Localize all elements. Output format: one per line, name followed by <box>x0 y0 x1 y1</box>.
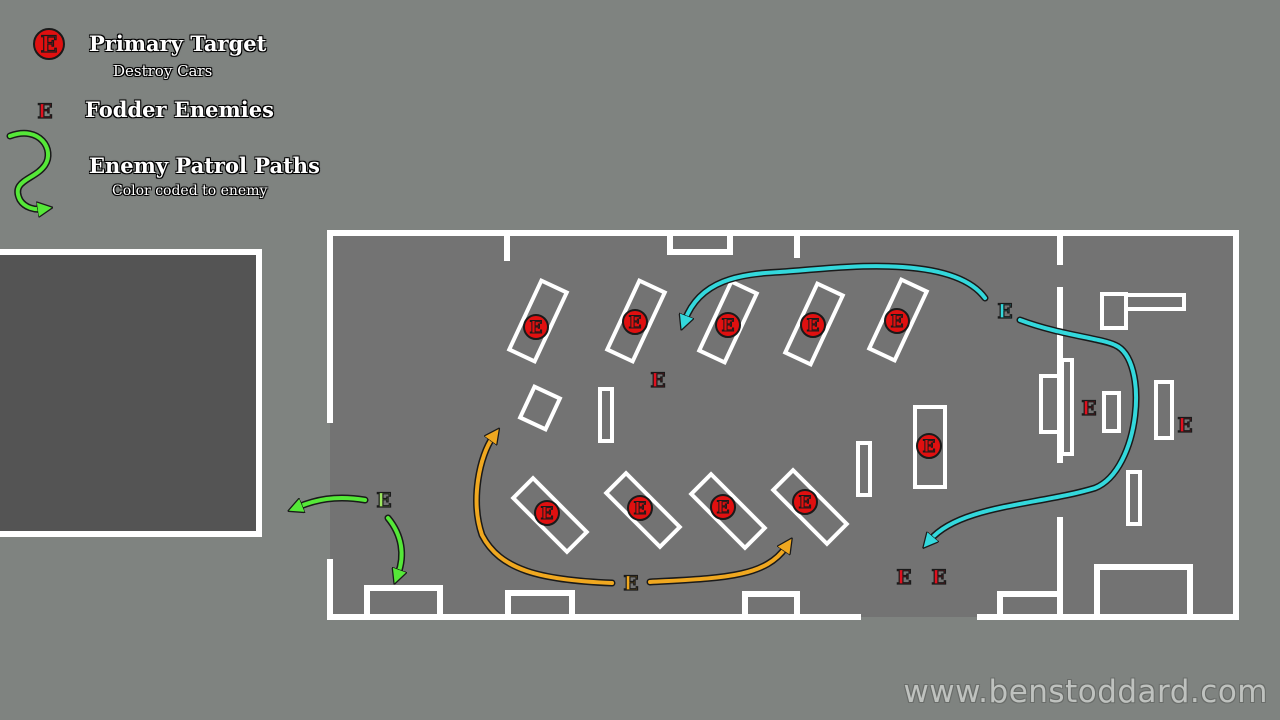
svg-text:E: E <box>541 504 554 524</box>
car <box>913 405 947 489</box>
fodder-enemy: E <box>896 565 911 589</box>
primary-target-marker: E <box>622 309 648 335</box>
primary-target-marker: E <box>884 308 910 334</box>
watermark: www.benstoddard.com <box>903 674 1268 710</box>
legend-patrol-icon <box>6 129 48 209</box>
patrol-paths <box>6 129 1140 587</box>
svg-text:E: E <box>530 318 543 338</box>
svg-text:E: E <box>634 499 647 519</box>
car <box>770 467 850 547</box>
legend-patrol-subtitle: Color coded to enemy <box>112 183 268 199</box>
svg-text:E: E <box>799 493 812 513</box>
legend-primary-icon: E <box>33 28 65 60</box>
car <box>604 277 668 365</box>
fodder-enemy: E <box>1081 396 1096 420</box>
primary-target-marker: E <box>792 489 818 515</box>
svg-text:E: E <box>722 316 735 336</box>
primary-target-marker: E <box>523 314 549 340</box>
fodder-enemy: E <box>931 565 946 589</box>
patrol-path-orange <box>473 437 786 587</box>
primary-target-marker: E <box>710 494 736 520</box>
warehouse-floor <box>330 233 1236 617</box>
svg-text:E: E <box>807 316 820 336</box>
cars <box>506 276 947 555</box>
primary-target-marker: E <box>534 500 560 526</box>
car <box>782 280 846 368</box>
car <box>866 276 930 364</box>
patrol-enemy-orange: E <box>623 571 638 595</box>
primary-target-marker: E <box>916 433 942 459</box>
car <box>696 278 760 366</box>
svg-text:E: E <box>41 32 58 58</box>
primary-target-marker: E <box>800 312 826 338</box>
primary-target-marker: E <box>715 312 741 338</box>
legend-fodder-title: Fodder Enemies <box>85 97 274 122</box>
patrol-enemy-green: E <box>376 488 391 512</box>
svg-text:E: E <box>629 313 642 333</box>
patrol-path-cyan <box>685 262 1140 540</box>
fodder-enemy: E <box>650 368 665 392</box>
patrol-enemy-cyan: E <box>997 299 1012 323</box>
svg-text:E: E <box>891 312 904 332</box>
car <box>688 471 768 551</box>
props <box>517 292 1186 526</box>
car <box>510 475 590 555</box>
legend-primary-title: Primary Target <box>89 31 267 56</box>
legend-fodder-icon: E <box>37 99 52 123</box>
svg-text:E: E <box>923 437 936 457</box>
left-building <box>0 249 262 537</box>
patrol-path-green <box>298 494 402 574</box>
svg-text:E: E <box>717 498 730 518</box>
primary-target-marker: E <box>627 495 653 521</box>
primary-target-markers: E E E E E E E E E E E <box>33 28 942 526</box>
car <box>603 470 683 550</box>
fodder-enemy: E <box>1177 413 1192 437</box>
legend-primary-subtitle: Destroy Cars <box>113 62 213 80</box>
legend-patrol-title: Enemy Patrol Paths <box>89 153 320 178</box>
fodder-enemies: E E E E E E E E E <box>37 98 1193 595</box>
car <box>506 277 570 365</box>
